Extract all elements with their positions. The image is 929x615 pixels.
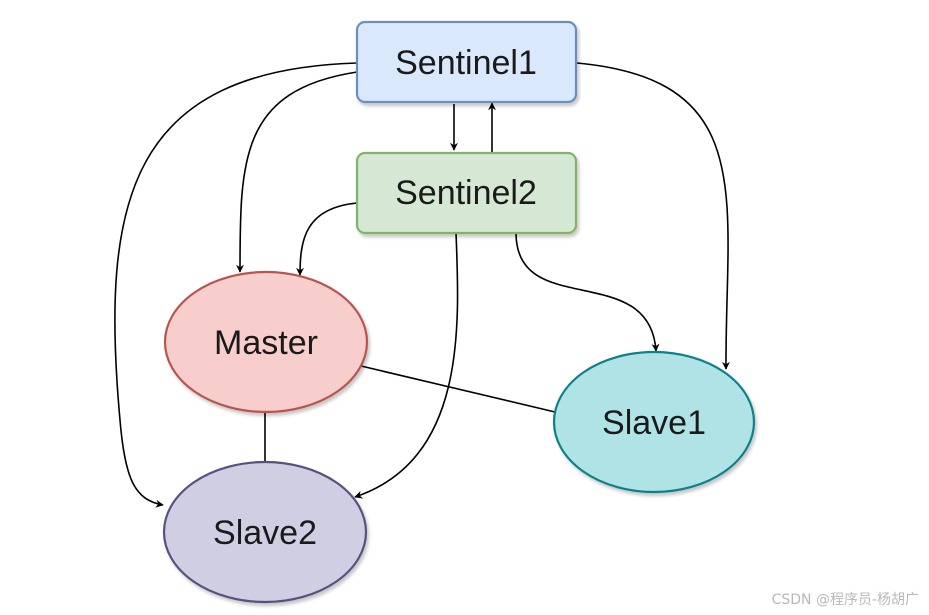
edge-sentinel2-to-slave2 <box>354 232 459 499</box>
edge-sentinel1-to-slave2 <box>114 62 358 508</box>
sentinel1-label: Sentinel1 <box>395 44 537 82</box>
node-master: Master <box>163 270 369 414</box>
master-ellipse <box>163 270 369 414</box>
sentinel2-label: Sentinel2 <box>395 174 537 212</box>
sentinel2-box <box>355 151 578 235</box>
node-sentinel1: Sentinel1 <box>355 20 578 104</box>
edge-master-slave1 <box>360 365 556 413</box>
edge-sentinel2-to-master <box>296 202 358 276</box>
slave1-ellipse <box>552 350 756 494</box>
slave2-label: Slave2 <box>213 514 317 552</box>
sentinel1-box <box>355 20 578 104</box>
edge-sentinel2-to-slave1 <box>515 232 660 352</box>
master-label: Master <box>214 324 318 362</box>
node-sentinel2: Sentinel2 <box>355 151 578 235</box>
node-slave2: Slave2 <box>162 460 368 604</box>
edges <box>114 62 730 508</box>
slave1-label: Slave1 <box>602 404 706 442</box>
edge-sentinel1-to-master <box>236 71 358 273</box>
csdn-watermark: CSDN @程序员-杨胡广 <box>771 592 919 608</box>
node-slave1: Slave1 <box>552 350 756 494</box>
edge-sentinel1-to-slave1 <box>576 62 730 370</box>
slave2-ellipse <box>162 460 368 604</box>
